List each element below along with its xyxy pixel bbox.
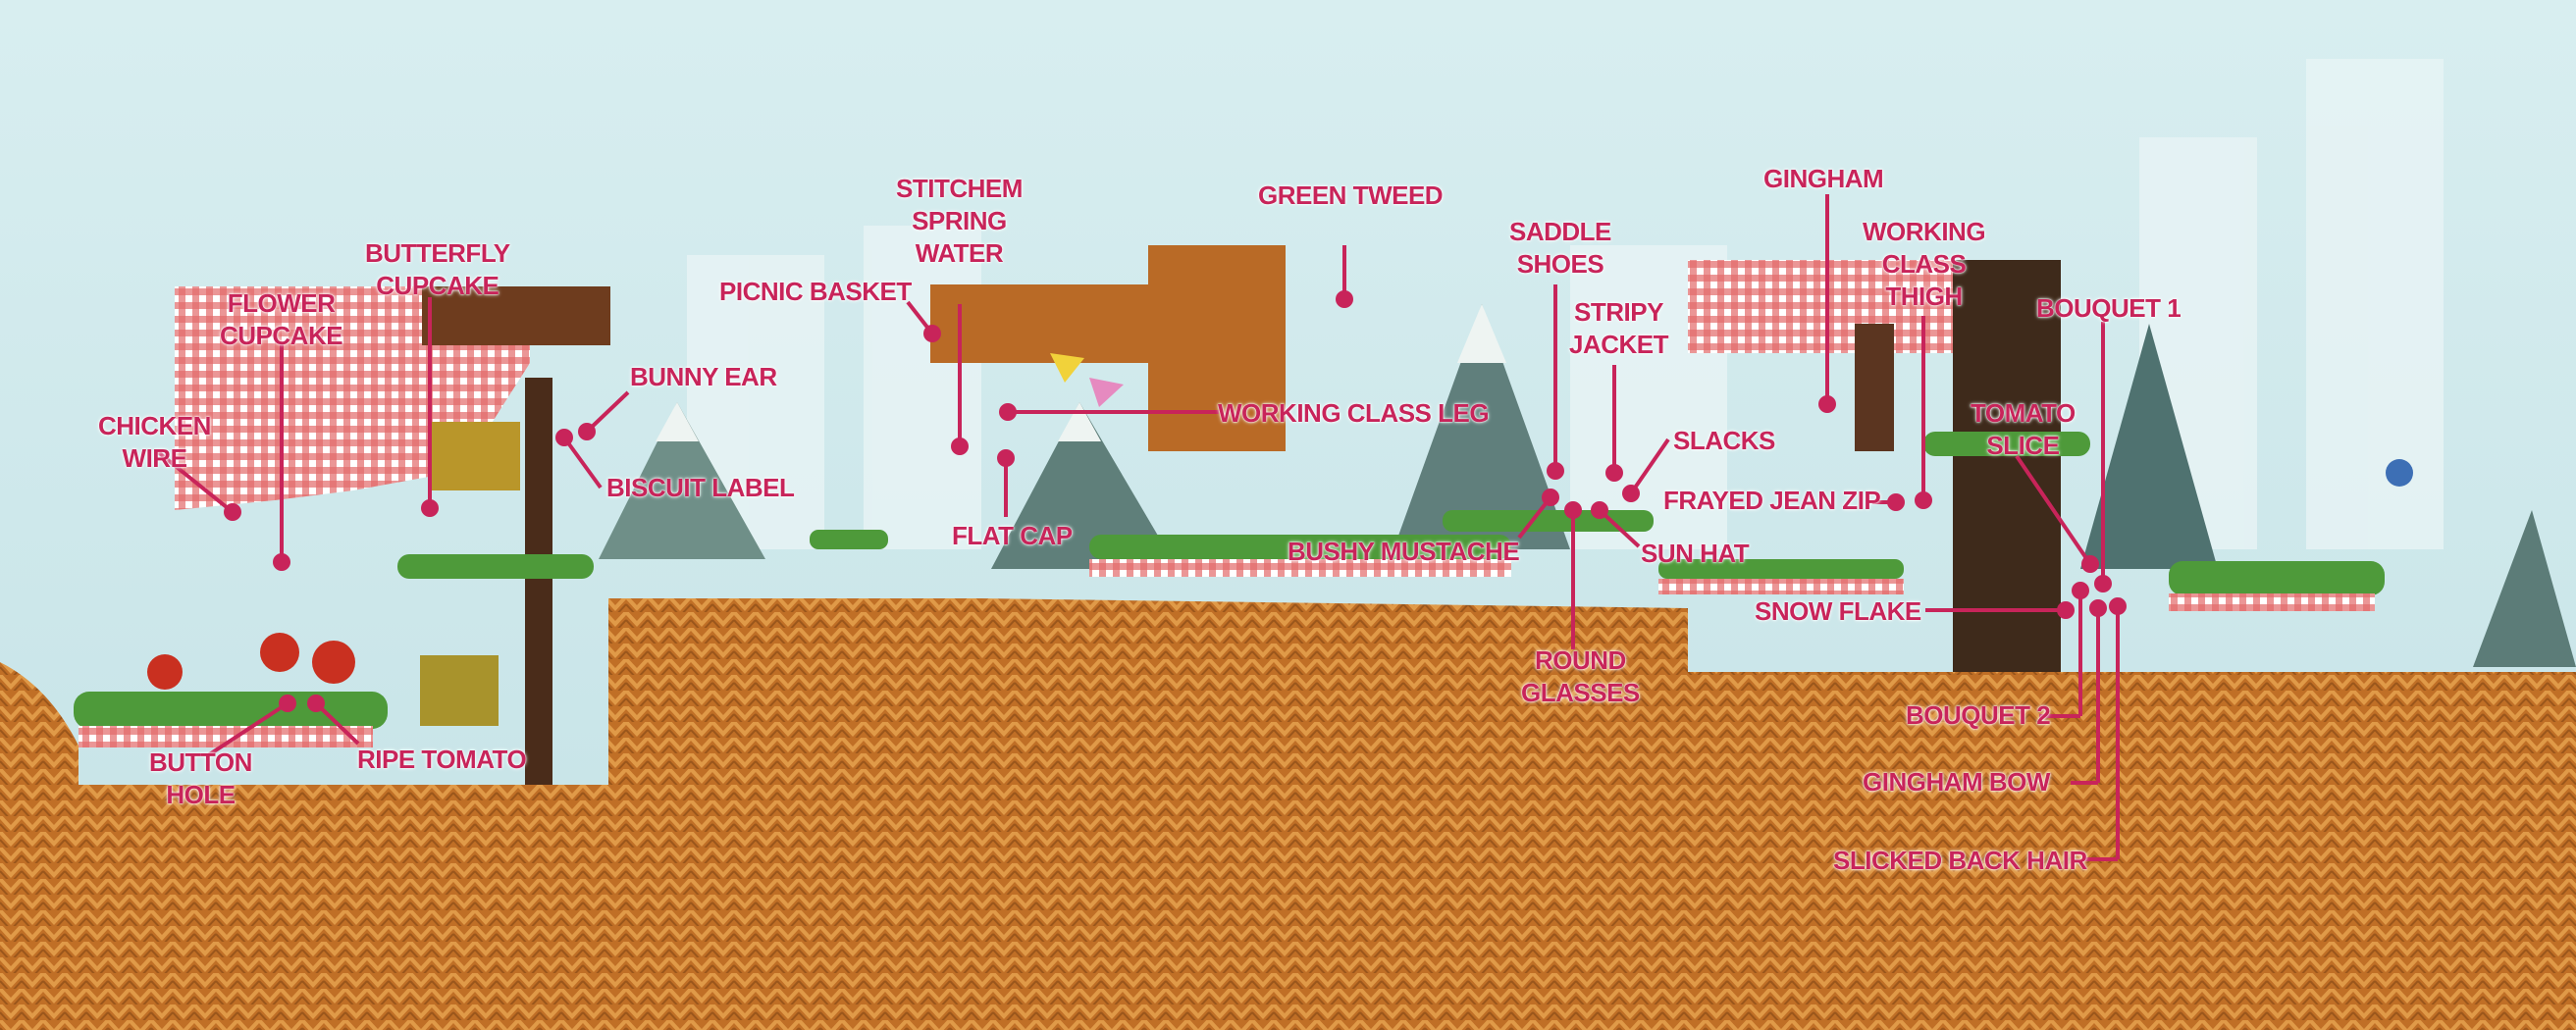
label-stripy-jacket: STRIPY JACKET: [1569, 297, 1669, 359]
label-ripe-tomato: RIPE TOMATO: [357, 745, 527, 774]
label-stitchem-spring-water: STITCHEM SPRING WATER: [896, 174, 1023, 268]
sign-icon: [420, 422, 520, 726]
label-round-glasses: ROUND GLASSES: [1521, 645, 1640, 707]
label-butterfly-cupcake: BUTTERFLY CUPCAKE: [365, 238, 510, 300]
label-sun-hat: SUN HAT: [1641, 539, 1750, 568]
label-chicken-wire: CHICKEN WIRE: [98, 411, 211, 473]
label-flat-cap: FLAT CAP: [952, 521, 1073, 550]
flag-icon: [1050, 353, 1124, 407]
label-flower-cupcake: FLOWER CUPCAKE: [220, 288, 343, 350]
label-bouquet-2: BOUQUET 2: [1906, 700, 2051, 730]
label-button-hole: BUTTON HOLE: [149, 747, 252, 809]
label-snow-flake: SNOW FLAKE: [1755, 596, 1921, 626]
bird-icon: [2386, 459, 2413, 487]
label-saddle-shoes: SADDLE SHOES: [1509, 217, 1611, 279]
label-working-class-thigh: WORKING CLASS THIGH: [1863, 217, 1986, 311]
label-bunny-ear: BUNNY EAR: [630, 362, 777, 391]
wooden-board: [930, 284, 1148, 363]
mountain-icon: [599, 304, 2576, 667]
gingham-trim: [79, 559, 2375, 747]
label-green-tweed: GREEN TWEED: [1258, 180, 1444, 210]
label-working-class-leg: WORKING CLASS LEG: [1218, 398, 1490, 428]
wooden-board: [1148, 245, 1286, 451]
label-tomato-slice: TOMATO SLICE: [1971, 398, 2076, 460]
label-bouquet-1: BOUQUET 1: [2036, 293, 2182, 323]
label-gingham-bow: GINGHAM BOW: [1863, 767, 2050, 797]
label-bushy-mustache: BUSHY MUSTACHE: [1288, 537, 1520, 566]
label-frayed-jean-zip: FRAYED JEAN ZIP: [1663, 486, 1881, 515]
label-picnic-basket: PICNIC BASKET: [719, 277, 912, 306]
label-slicked-back-hair: SLICKED BACK HAIR: [1833, 846, 2087, 875]
label-biscuit-label: BISCUIT LABEL: [606, 473, 795, 502]
knitted-ground: [0, 598, 2576, 1030]
leader-lines: [155, 194, 2127, 861]
label-gingham: GINGHAM: [1763, 164, 1884, 193]
gingham-canopy-icon: [1688, 260, 2061, 672]
tomato-icon: [147, 633, 355, 690]
label-slacks: SLACKS: [1673, 426, 1775, 455]
